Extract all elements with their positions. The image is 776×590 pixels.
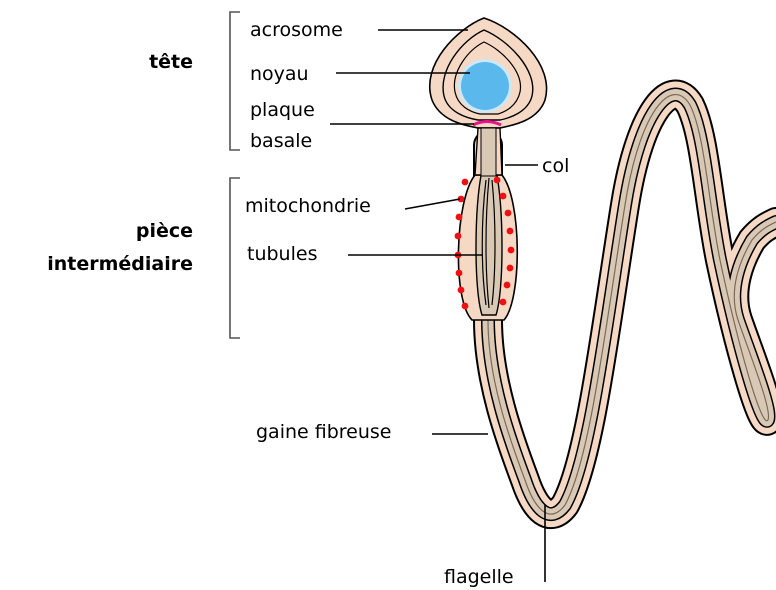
label-plaque: plaque [250, 99, 315, 121]
midpiece [455, 170, 518, 320]
neck-core [481, 128, 496, 176]
mitochondrion-dot [494, 177, 501, 184]
mitochondrion-dot [507, 265, 514, 272]
mitochondrion-dot [456, 214, 463, 221]
mitochondrion-dot [507, 228, 514, 235]
mitochondrion-dot [504, 282, 511, 289]
midpiece-core [476, 170, 502, 315]
mitochondrion-dot [455, 233, 462, 240]
mitochondrion-dot [505, 210, 512, 217]
mitochondrion-dot [462, 303, 469, 310]
label-basale: basale [250, 130, 312, 152]
mitochondrion-dot [508, 247, 515, 254]
nucleus [461, 62, 509, 110]
leader-mitochondrie [405, 199, 460, 209]
mitochondrion-dot [458, 287, 465, 294]
bracket-tete [230, 12, 240, 150]
label-gaine-fibreuse: gaine fibreuse [256, 421, 392, 443]
mitochondrion-dot [500, 299, 507, 306]
label-tubules: tubules [247, 243, 317, 265]
label-acrosome: acrosome [250, 19, 343, 41]
flagellum [488, 95, 776, 515]
mitochondrion-dot [500, 193, 507, 200]
mitochondrion-dot [462, 179, 469, 186]
bracket-piece [230, 178, 240, 338]
fibrous-sheath-inner [488, 95, 776, 515]
mitochondrion-dot [456, 270, 463, 277]
label-mitochondrie: mitochondrie [245, 195, 371, 217]
label-flagelle: flagelle [444, 566, 514, 588]
label-noyau: noyau [250, 63, 309, 85]
section-tete: tête [149, 51, 193, 73]
section-piece-line1: pièce [136, 220, 193, 242]
head [430, 18, 547, 176]
label-col: col [542, 155, 569, 177]
section-piece-line2: intermédiaire [47, 253, 193, 275]
